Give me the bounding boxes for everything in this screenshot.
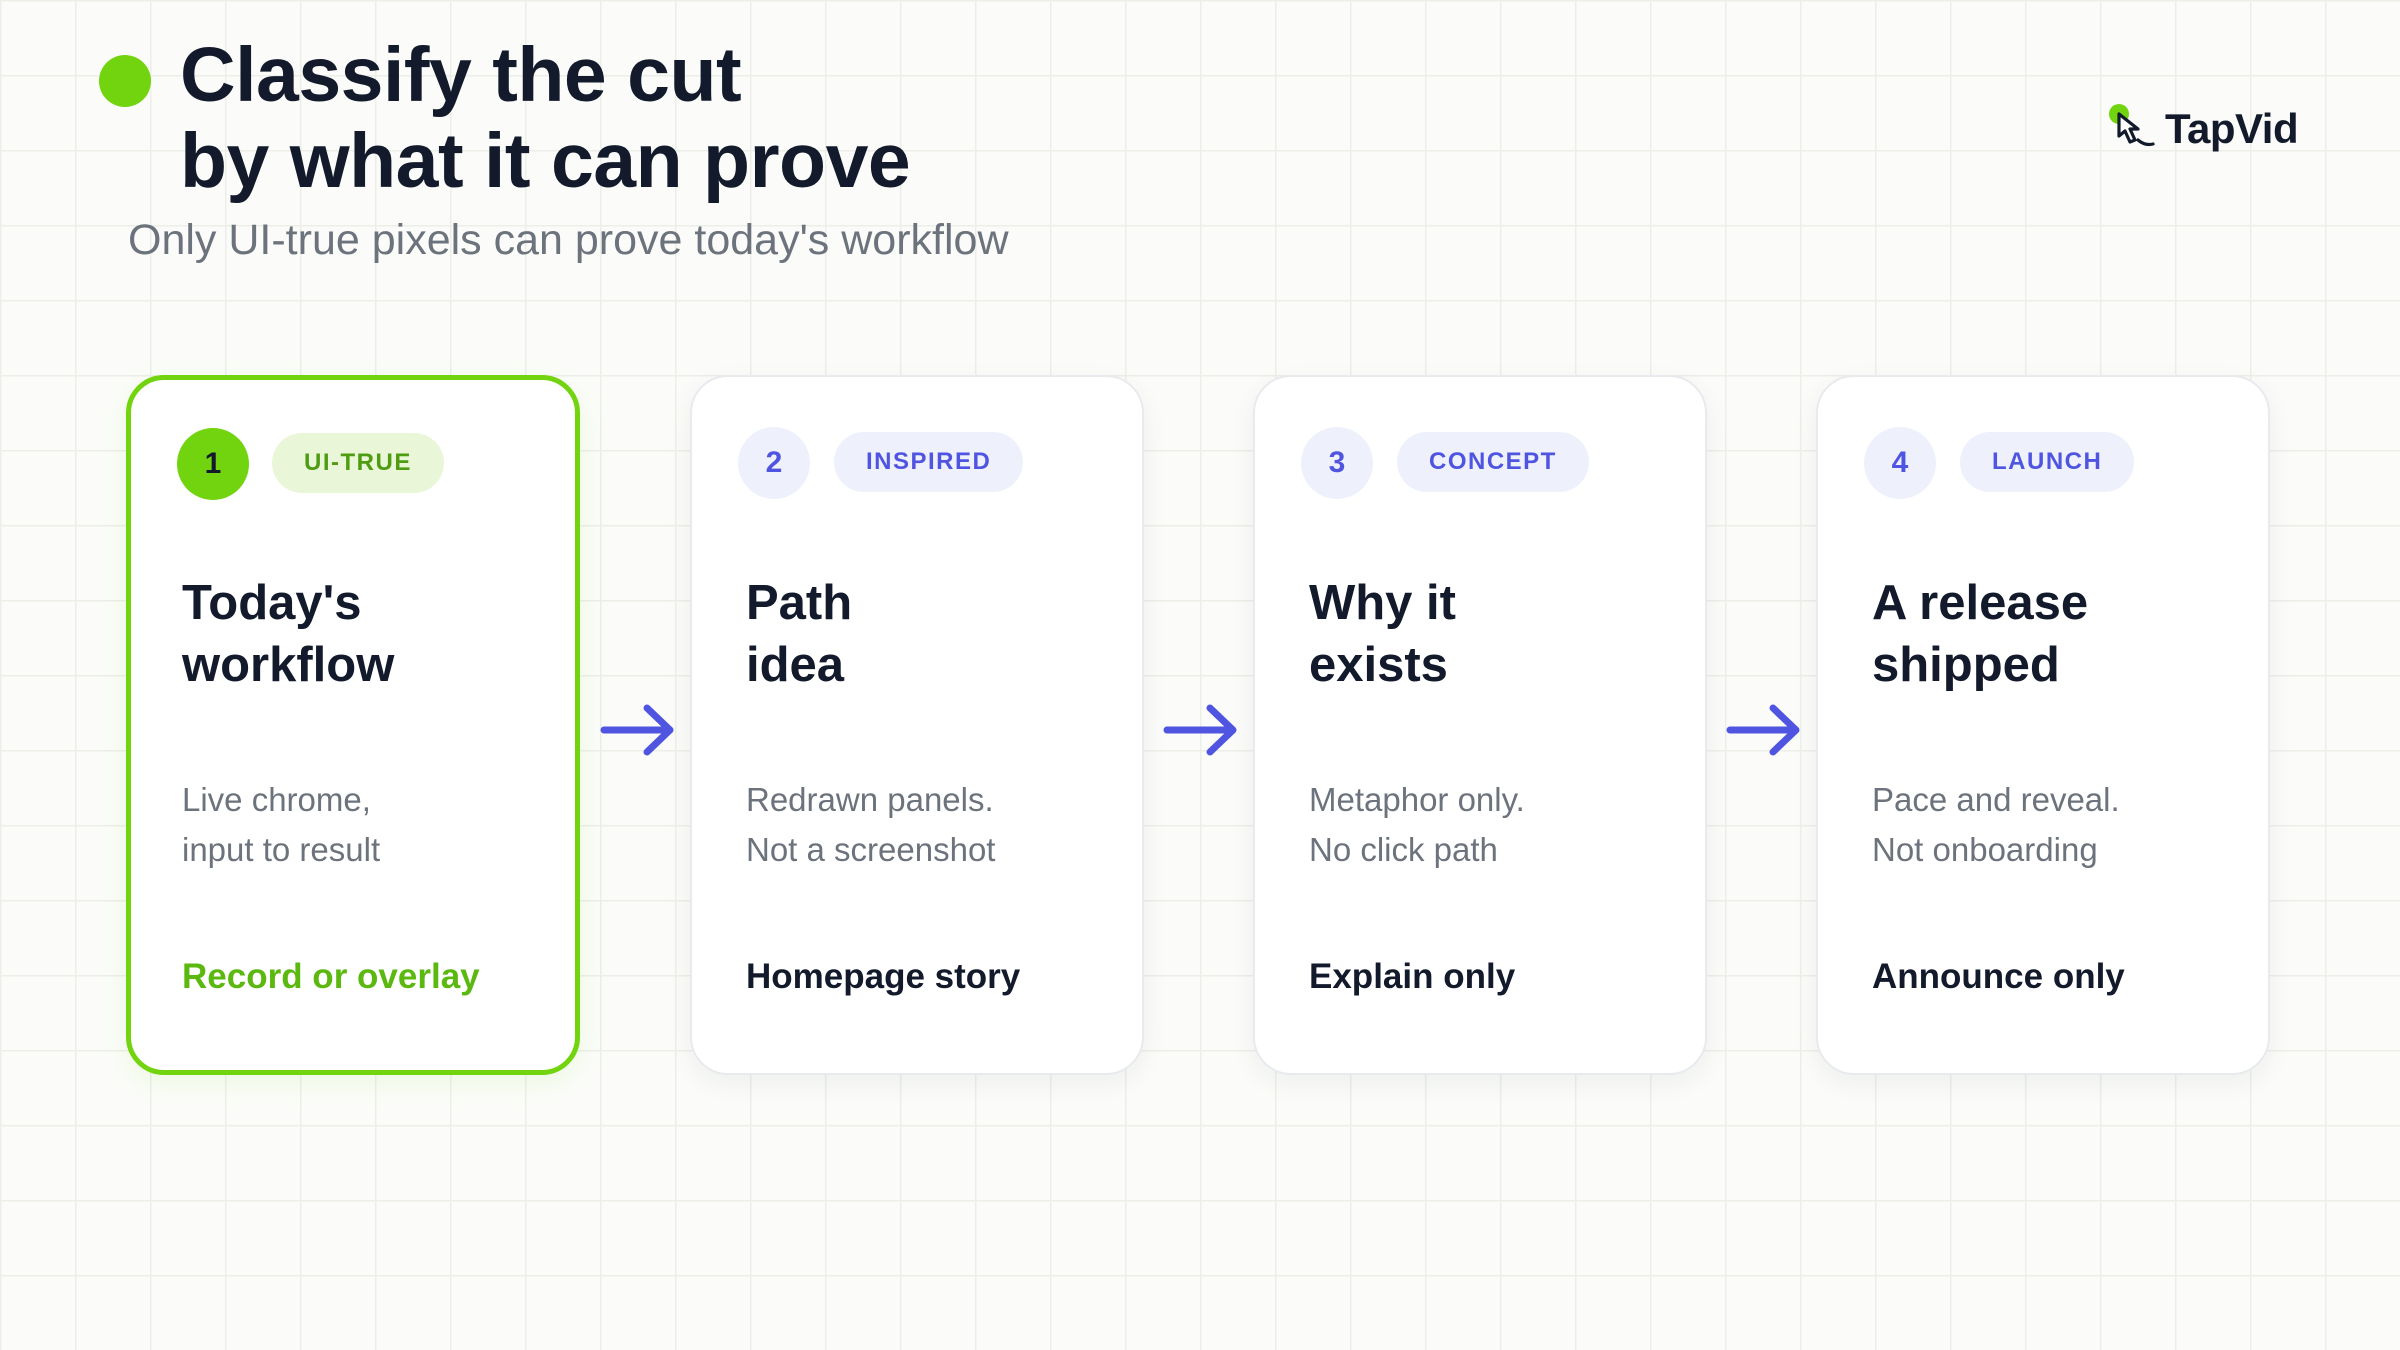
arrow-right-icon [600, 704, 674, 756]
card-title: Today's workflow [182, 572, 394, 696]
card-title-line-1: Why it [1309, 576, 1456, 630]
page-title-line-2: by what it can prove [180, 118, 911, 204]
card-description-line-2: No click path [1309, 831, 1498, 868]
card-title-line-2: idea [746, 638, 845, 692]
page-subtitle: Only UI-true pixels can prove today's wo… [128, 216, 1009, 264]
card-title-line-1: Today's [182, 576, 362, 630]
card-title: Why it exists [1309, 572, 1456, 696]
card-description: Live chrome, input to result [182, 775, 380, 875]
category-badge: UI-TRUE [272, 433, 444, 493]
step-number: 2 [738, 427, 810, 499]
card-description: Metaphor only. No click path [1309, 775, 1525, 875]
card-description: Pace and reveal. Not onboarding [1872, 775, 2120, 875]
page-title: Classify the cut by what it can prove [180, 32, 911, 204]
page-title-line-1: Classify the cut [180, 32, 742, 118]
arrow-right-icon [1163, 704, 1237, 756]
card-title: A release shipped [1872, 572, 2088, 696]
card-launch: 4 LAUNCH A release shipped Pace and reve… [1816, 375, 2270, 1075]
category-badge: CONCEPT [1397, 432, 1589, 492]
tapvid-logo: TapVid [2105, 100, 2299, 158]
card-title-line-2: exists [1309, 638, 1448, 692]
card-usage: Explain only [1309, 957, 1516, 996]
step-number: 1 [177, 428, 249, 500]
category-badge: LAUNCH [1960, 432, 2135, 492]
card-description-line-1: Metaphor only. [1309, 781, 1525, 818]
arrow-right-icon [1726, 704, 1800, 756]
card-description-line-2: Not onboarding [1872, 831, 2098, 868]
card-concept: 3 CONCEPT Why it exists Metaphor only. N… [1253, 375, 1707, 1075]
pointer-hand-icon [2109, 104, 2155, 147]
card-title-line-2: shipped [1872, 638, 2060, 692]
logo-wordmark: TapVid [2165, 105, 2299, 152]
step-number: 4 [1864, 427, 1936, 499]
card-description-line-2: Not a screenshot [746, 831, 996, 868]
card-description-line-1: Redrawn panels. [746, 781, 994, 818]
card-description-line-2: input to result [182, 831, 381, 868]
card-usage: Homepage story [746, 957, 1021, 996]
card-description: Redrawn panels. Not a screenshot [746, 775, 995, 875]
card-title-line-1: Path [746, 576, 853, 630]
card-title: Path idea [746, 572, 852, 696]
card-title-line-1: A release [1872, 576, 2089, 630]
card-usage: Announce only [1872, 957, 2125, 996]
card-inspired: 2 INSPIRED Path idea Redrawn panels. Not… [690, 375, 1144, 1075]
title-bullet-dot [99, 55, 151, 107]
card-title-line-2: workflow [182, 638, 395, 692]
card-ui-true: 1 UI-TRUE Today's workflow Live chrome, … [126, 375, 580, 1075]
category-badge: INSPIRED [834, 432, 1024, 492]
card-usage: Record or overlay [182, 957, 480, 996]
step-number: 3 [1301, 427, 1373, 499]
card-description-line-1: Pace and reveal. [1872, 781, 2120, 818]
card-description-line-1: Live chrome, [182, 781, 371, 818]
